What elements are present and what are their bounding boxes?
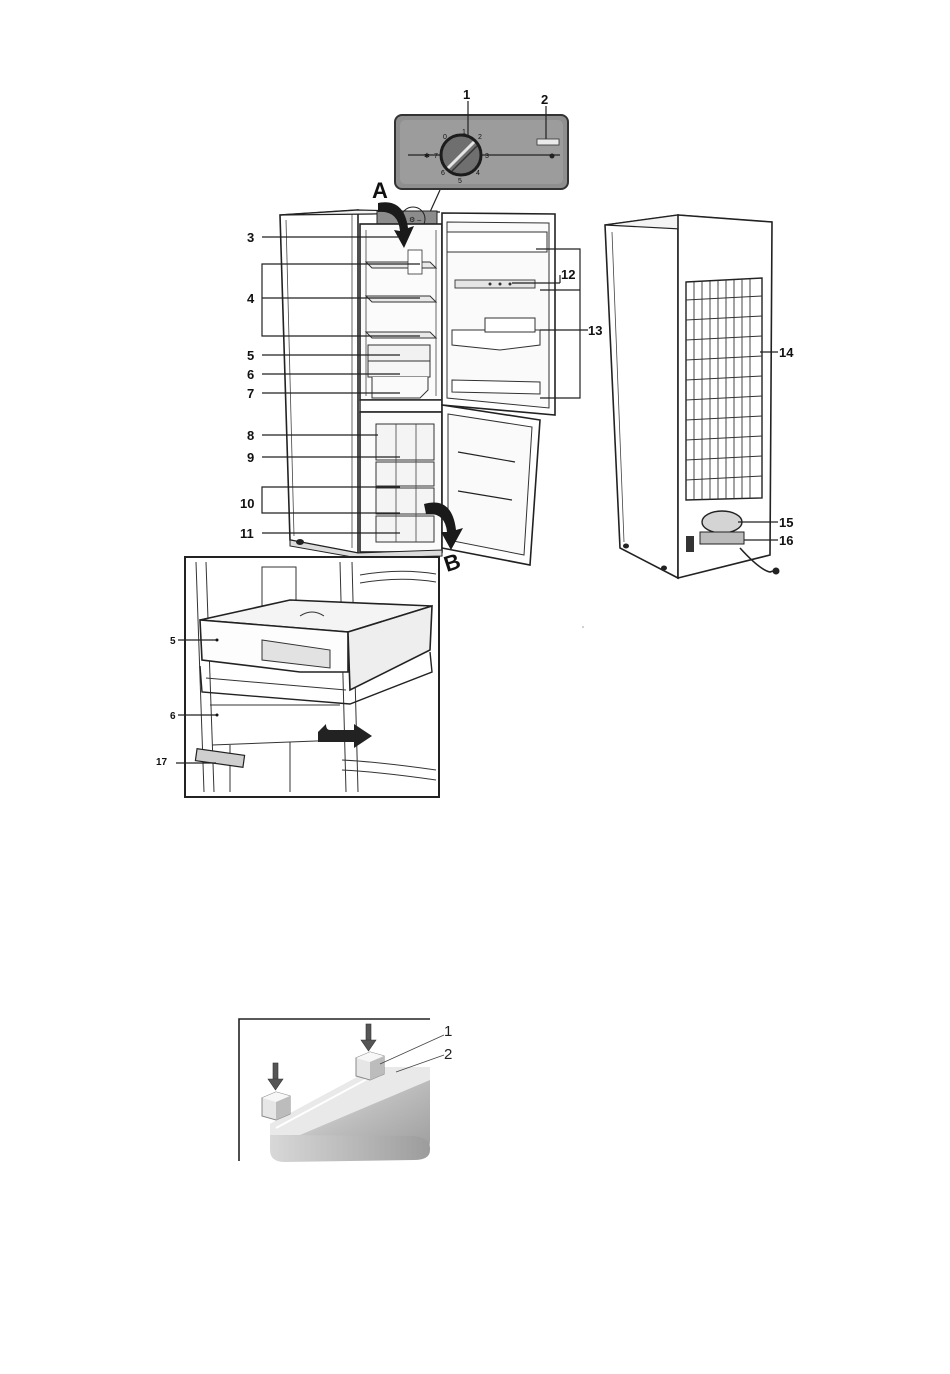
condenser-coil xyxy=(686,278,762,500)
dial-number-6: 6 xyxy=(441,170,445,177)
compressor xyxy=(702,511,742,533)
crisper-inset: 5 6 17 xyxy=(156,557,439,797)
callout-6: 6 xyxy=(247,367,254,382)
callout-1: 1 xyxy=(463,87,470,102)
dial-number-5: 5 xyxy=(458,178,462,185)
dial-number-0: 0 xyxy=(443,134,447,141)
shelf-cap-left xyxy=(262,1092,290,1120)
callout-7: 7 xyxy=(247,386,254,401)
callout-11: 11 xyxy=(240,526,254,541)
callout-2: 2 xyxy=(541,92,548,107)
dial-number-2: 2 xyxy=(478,134,482,141)
arrow-label-a: A xyxy=(372,178,388,203)
arrow-label-b: B xyxy=(441,548,464,577)
snowflake-icon: ✱ xyxy=(424,152,430,160)
shelf-callout-2: 2 xyxy=(444,1046,452,1063)
shelf-callout-1: 1 xyxy=(444,1023,452,1040)
control-panel: 0 1 2 3 4 5 6 7 ✱ 1 2 xyxy=(395,87,568,212)
power-indicator-icon xyxy=(550,154,555,159)
shelf-cap-figure: 1 2 xyxy=(239,1019,452,1162)
fridge-rear-view: 14 15 16 xyxy=(605,215,794,578)
dial-number-1: 1 xyxy=(462,129,466,136)
callout-15: 15 xyxy=(779,515,793,530)
inset-callout-5: 5 xyxy=(170,636,176,647)
dial-number-7: 7 xyxy=(434,153,438,160)
callout-16: 16 xyxy=(779,533,793,548)
callout-13: 13 xyxy=(588,323,602,338)
callout-12: 12 xyxy=(561,267,575,282)
svg-text:⚙ –: ⚙ – xyxy=(409,216,421,224)
dial-number-4: 4 xyxy=(476,170,480,177)
inset-callout-17: 17 xyxy=(156,757,168,768)
callout-10: 10 xyxy=(240,496,254,511)
dial-number-3: 3 xyxy=(485,153,489,160)
fridge-front-open: ⚙ – xyxy=(240,178,602,577)
shelf-cap-right xyxy=(356,1052,384,1080)
callout-9: 9 xyxy=(247,450,254,465)
callout-14: 14 xyxy=(779,345,794,360)
callout-4: 4 xyxy=(247,291,255,306)
callout-5: 5 xyxy=(247,348,254,363)
callout-3: 3 xyxy=(247,230,254,245)
inset-callout-6: 6 xyxy=(170,711,176,722)
indicator-lamp xyxy=(537,139,559,145)
callout-8: 8 xyxy=(247,428,254,443)
